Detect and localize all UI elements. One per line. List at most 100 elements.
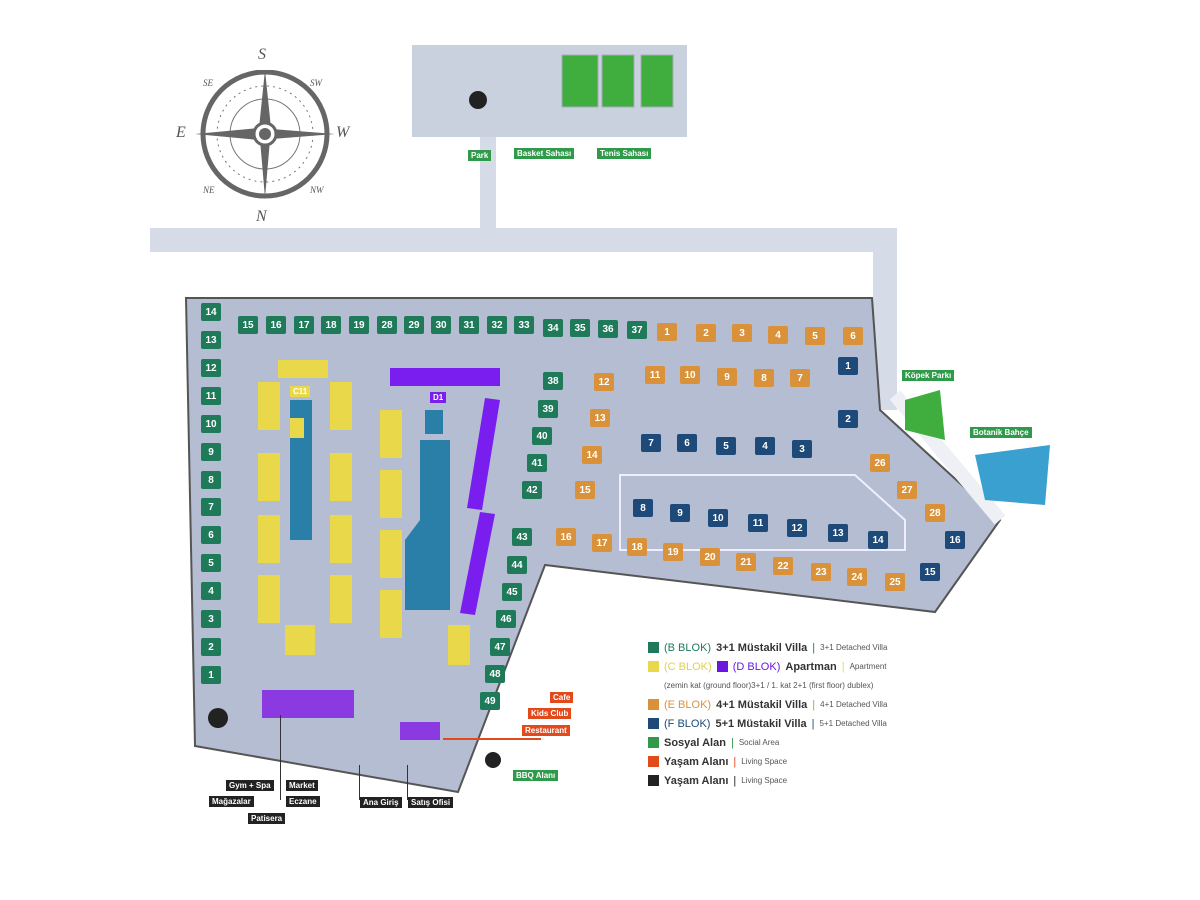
b-block-unit-40: 40 [532, 427, 552, 445]
e-block-unit-25: 25 [885, 573, 905, 591]
e-block-unit-11: 11 [645, 366, 665, 384]
f-block-unit-16: 16 [945, 531, 965, 549]
cafe-label: Cafe [550, 692, 574, 703]
leader-line [407, 765, 408, 800]
legend-item: Sosyal Alan | Social Area [648, 733, 887, 752]
gym-label: Gym + Spa [226, 780, 274, 791]
f-block-unit-15: 15 [920, 563, 940, 581]
e-block-unit-27: 27 [897, 481, 917, 499]
b-block-unit-29: 29 [404, 316, 424, 334]
b-block-unit-46: 46 [496, 610, 516, 628]
b-block-unit-33: 33 [514, 316, 534, 334]
f-block-unit-13: 13 [828, 524, 848, 542]
b-block-unit-7: 7 [201, 498, 221, 516]
d-block-units [390, 368, 500, 615]
stores-label: Mağazalar [209, 796, 254, 807]
park-label: Park [468, 150, 492, 161]
legend-separator: | [812, 698, 816, 711]
legend-swatch [648, 756, 659, 767]
b-block-unit-32: 32 [487, 316, 507, 334]
legend-title: Yaşam Alanı [664, 755, 729, 768]
legend-title: Yaşam Alanı [664, 774, 729, 787]
e-block-unit-8: 8 [754, 369, 774, 387]
compass-s: S [258, 46, 266, 63]
legend-separator: | [812, 641, 816, 654]
legend-item: (zemin kat (ground floor)3+1 / 1. kat 2+… [648, 676, 887, 695]
legend-item: (E BLOK)4+1 Müstakil Villa | 4+1 Detache… [648, 695, 887, 714]
compass-nw: NW [310, 185, 324, 195]
e-block-unit-3: 3 [732, 324, 752, 342]
b-block-unit-45: 45 [502, 583, 522, 601]
e-block-unit-22: 22 [773, 557, 793, 575]
f-block-unit-8: 8 [633, 499, 653, 517]
b-block-unit-41: 41 [527, 454, 547, 472]
legend-swatch [648, 737, 659, 748]
b-block-unit-39: 39 [538, 400, 558, 418]
legend-separator: | [730, 736, 734, 749]
legend-code: (F BLOK) [664, 717, 711, 730]
market-label: Market [286, 780, 318, 791]
b-block-unit-12: 12 [201, 359, 221, 377]
restaurant-label: Restaurant [522, 725, 570, 736]
legend-separator: | [811, 717, 815, 730]
commercial-building [262, 690, 354, 718]
b-block-unit-15: 15 [238, 316, 258, 334]
legend-title: Sosyal Alan [664, 736, 726, 749]
b-block-unit-10: 10 [201, 415, 221, 433]
pharmacy-label: Eczane [286, 796, 320, 807]
legend-subtitle: 4+1 Detached Villa [820, 700, 888, 709]
b-block-unit-9: 9 [201, 443, 221, 461]
legend-swatch [648, 642, 659, 653]
e-block-unit-21: 21 [736, 553, 756, 571]
b-block-unit-34: 34 [543, 319, 563, 337]
kids-club-label: Kids Club [528, 708, 572, 719]
main-entrance-label: Ana Giriş [360, 797, 402, 808]
f-block-unit-14: 14 [868, 531, 888, 549]
legend-subtitle: Living Space [741, 757, 788, 766]
legend-swatch [648, 775, 659, 786]
legend-subtitle: 5+1 Detached Villa [819, 719, 887, 728]
b-block-unit-37: 37 [627, 321, 647, 339]
e-block-unit-13: 13 [590, 409, 610, 427]
compass-rose [195, 69, 335, 215]
b-block-unit-48: 48 [485, 665, 505, 683]
legend-separator: | [733, 774, 737, 787]
park-tree [469, 91, 487, 109]
f-block-unit-7: 7 [641, 434, 661, 452]
b-block-unit-3: 3 [201, 610, 221, 628]
compass-w: W [336, 124, 350, 141]
b-block-unit-6: 6 [201, 526, 221, 544]
f-block-unit-3: 3 [792, 440, 812, 458]
legend-swatch [716, 661, 728, 672]
botanic-garden-label: Botanik Bahçe [970, 427, 1032, 438]
legend-item: Yaşam Alanı | Living Space [648, 771, 887, 790]
b-block-unit-13: 13 [201, 331, 221, 349]
e-block-unit-24: 24 [847, 568, 867, 586]
legend-swatch [648, 699, 659, 710]
legend-note: (zemin kat (ground floor)3+1 / 1. kat 2+… [664, 681, 874, 690]
b-block-unit-4: 4 [201, 582, 221, 600]
e-block-unit-28: 28 [925, 504, 945, 522]
restaurant-leader-line [443, 738, 541, 740]
botanic-pond [975, 445, 1050, 505]
legend-item: (B BLOK)3+1 Müstakil Villa | 3+1 Detache… [648, 638, 887, 657]
b-block-unit-28: 28 [377, 316, 397, 334]
legend: (B BLOK)3+1 Müstakil Villa | 3+1 Detache… [648, 638, 887, 790]
legend-separator: | [841, 660, 845, 673]
dog-park [905, 390, 945, 440]
restaurant-building [400, 722, 440, 740]
legend-item: Yaşam Alanı | Living Space [648, 752, 887, 771]
tennis-court-1 [601, 54, 635, 108]
main-road [150, 228, 897, 410]
e-block-unit-20: 20 [700, 548, 720, 566]
b-block-unit-43: 43 [512, 528, 532, 546]
e-block-unit-2: 2 [696, 324, 716, 342]
legend-subtitle: Living Space [741, 776, 788, 785]
e-block-unit-15: 15 [575, 481, 595, 499]
b-block-unit-44: 44 [507, 556, 527, 574]
bbq-tree [485, 752, 501, 768]
b-block-unit-1: 1 [201, 666, 221, 684]
f-block-unit-5: 5 [716, 437, 736, 455]
b-block-unit-42: 42 [522, 481, 542, 499]
basketball-court [561, 54, 599, 108]
